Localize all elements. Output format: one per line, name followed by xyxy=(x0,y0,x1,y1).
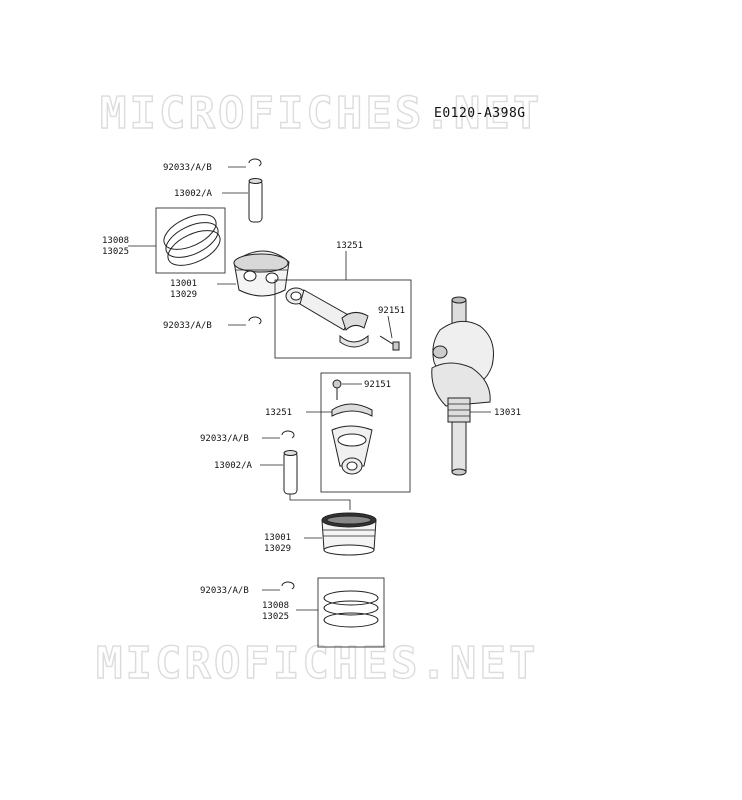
label-snap-ring-top1: 92033/A/B xyxy=(163,163,212,173)
connecting-rod-icon[interactable] xyxy=(285,287,369,348)
label-bolt-bottom: 92151 xyxy=(364,380,391,390)
piston-pin-icon[interactable] xyxy=(283,450,298,495)
leader-line xyxy=(289,494,351,510)
label-piston-bottom-a: 13001 xyxy=(264,533,291,543)
label-rings-top-b: 13025 xyxy=(102,247,129,257)
watermark-bottom: MICROFICHES.NET xyxy=(96,638,538,689)
label-crankshaft: 13031 xyxy=(494,408,521,418)
diagram-code: E0120-A398G xyxy=(434,106,526,121)
label-bolt-top: 92151 xyxy=(378,306,405,316)
conrod-box-bottom xyxy=(320,372,411,493)
label-pin-bottom: 13002/A xyxy=(214,461,253,471)
label-snap-ring-bottom1: 92033/A/B xyxy=(200,434,249,444)
snap-ring-icon[interactable] xyxy=(248,316,262,325)
label-piston-top-a: 13001 xyxy=(170,279,197,289)
watermark-top: MICROFICHES.NET xyxy=(100,88,542,139)
label-pin-top: 13002/A xyxy=(174,189,213,199)
label-snap-ring-bottom2: 92033/A/B xyxy=(200,586,249,596)
piston-icon[interactable] xyxy=(321,512,377,556)
piston-rings-icon[interactable] xyxy=(159,207,226,272)
connecting-rod-icon[interactable] xyxy=(331,403,373,475)
piston-icon[interactable] xyxy=(233,250,290,297)
piston-rings-icon[interactable] xyxy=(323,590,379,628)
label-conrod-top: 13251 xyxy=(336,241,363,251)
rings-box-bottom xyxy=(317,577,385,648)
label-piston-top-b: 13029 xyxy=(170,290,197,300)
snap-ring-icon[interactable] xyxy=(281,581,295,590)
rings-box-top xyxy=(155,207,226,274)
label-piston-bottom-b: 13029 xyxy=(264,544,291,554)
crankshaft-icon[interactable] xyxy=(431,296,494,476)
bolt-icon[interactable] xyxy=(379,335,400,351)
label-rings-bottom-a: 13008 xyxy=(262,601,289,611)
label-rings-bottom-b: 13025 xyxy=(262,612,289,622)
snap-ring-icon[interactable] xyxy=(281,430,295,439)
label-conrod-bottom: 13251 xyxy=(265,408,292,418)
snap-ring-icon[interactable] xyxy=(248,158,262,167)
label-snap-ring-top2: 92033/A/B xyxy=(163,321,212,331)
conrod-box-top xyxy=(274,279,412,359)
bolt-icon[interactable] xyxy=(332,379,342,400)
label-rings-top-a: 13008 xyxy=(102,236,129,246)
piston-pin-icon[interactable] xyxy=(248,178,263,223)
